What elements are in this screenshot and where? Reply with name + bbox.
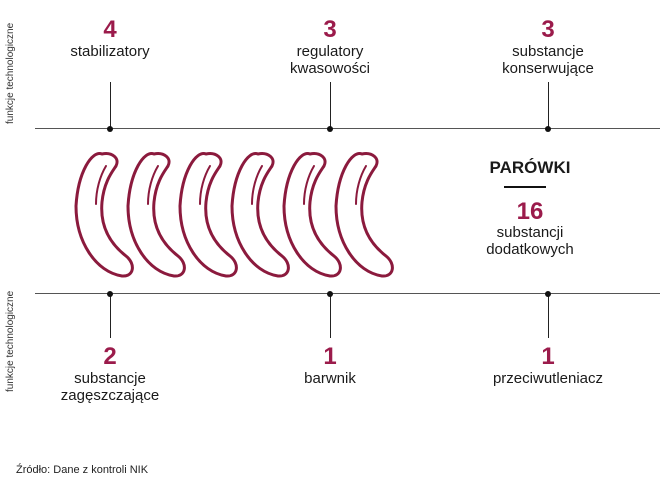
top-label-stabilizers: stabilizatory xyxy=(30,43,190,60)
bottom-tick xyxy=(110,293,111,338)
sausage-icon xyxy=(334,152,394,278)
label-line: substancji xyxy=(496,224,564,241)
top-count-preservatives: 3 xyxy=(541,16,555,43)
top-dot xyxy=(545,126,551,132)
sausage-icon xyxy=(74,152,134,278)
top-axis-line xyxy=(35,128,660,129)
label-line: barwnik xyxy=(304,370,356,387)
top-tick xyxy=(110,82,111,128)
top-label-preservatives: substancje konserwujące xyxy=(468,43,628,77)
total-label: substancji dodatkowych xyxy=(450,224,610,258)
top-count-acidity: 3 xyxy=(323,16,337,43)
bottom-dot xyxy=(107,291,113,297)
source-note: Źródło: Dane z kontroli NIK xyxy=(16,464,149,476)
top-tick xyxy=(548,82,549,128)
side-label-top: funkcje technologiczne xyxy=(5,22,16,124)
bottom-tick xyxy=(548,293,549,338)
label-line: regulatory xyxy=(296,43,364,60)
bottom-label-colorant: barwnik xyxy=(250,370,410,387)
label-line: zagęszczające xyxy=(60,387,160,404)
sausage-icon xyxy=(178,152,238,278)
bottom-dot xyxy=(327,291,333,297)
label-line: substancje xyxy=(74,370,146,387)
label-line: stabilizatory xyxy=(70,43,150,60)
label-line: kwasowości xyxy=(289,60,371,77)
sausage-icon xyxy=(126,152,186,278)
top-count-stabilizers: 4 xyxy=(103,16,117,43)
total-count: 16 xyxy=(516,198,544,225)
sausage-icon xyxy=(230,152,290,278)
bottom-label-antioxidant: przeciwutleniacz xyxy=(468,370,628,387)
bottom-count-thickeners: 2 xyxy=(103,343,117,370)
top-label-acidity: regulatory kwasowości xyxy=(250,43,410,77)
label-line: substancje xyxy=(512,43,584,60)
label-line: konserwujące xyxy=(502,60,594,77)
label-line: dodatkowych xyxy=(486,241,574,258)
bottom-axis-line xyxy=(35,293,660,294)
side-label-bottom: funkcje technologiczne xyxy=(5,290,16,392)
bottom-dot xyxy=(545,291,551,297)
bottom-count-antioxidant: 1 xyxy=(541,343,555,370)
bottom-label-thickeners: substancje zagęszczające xyxy=(30,370,190,404)
top-tick xyxy=(330,82,331,128)
top-dot xyxy=(327,126,333,132)
product-title: PARÓWKI xyxy=(489,158,571,177)
sausage-illustration xyxy=(74,152,394,278)
sausage-group xyxy=(74,152,394,278)
bottom-tick xyxy=(330,293,331,338)
bottom-count-colorant: 1 xyxy=(323,343,337,370)
top-dot xyxy=(107,126,113,132)
sausage-icon xyxy=(282,152,342,278)
label-line: przeciwutleniacz xyxy=(492,370,604,387)
title-underline xyxy=(504,186,546,188)
